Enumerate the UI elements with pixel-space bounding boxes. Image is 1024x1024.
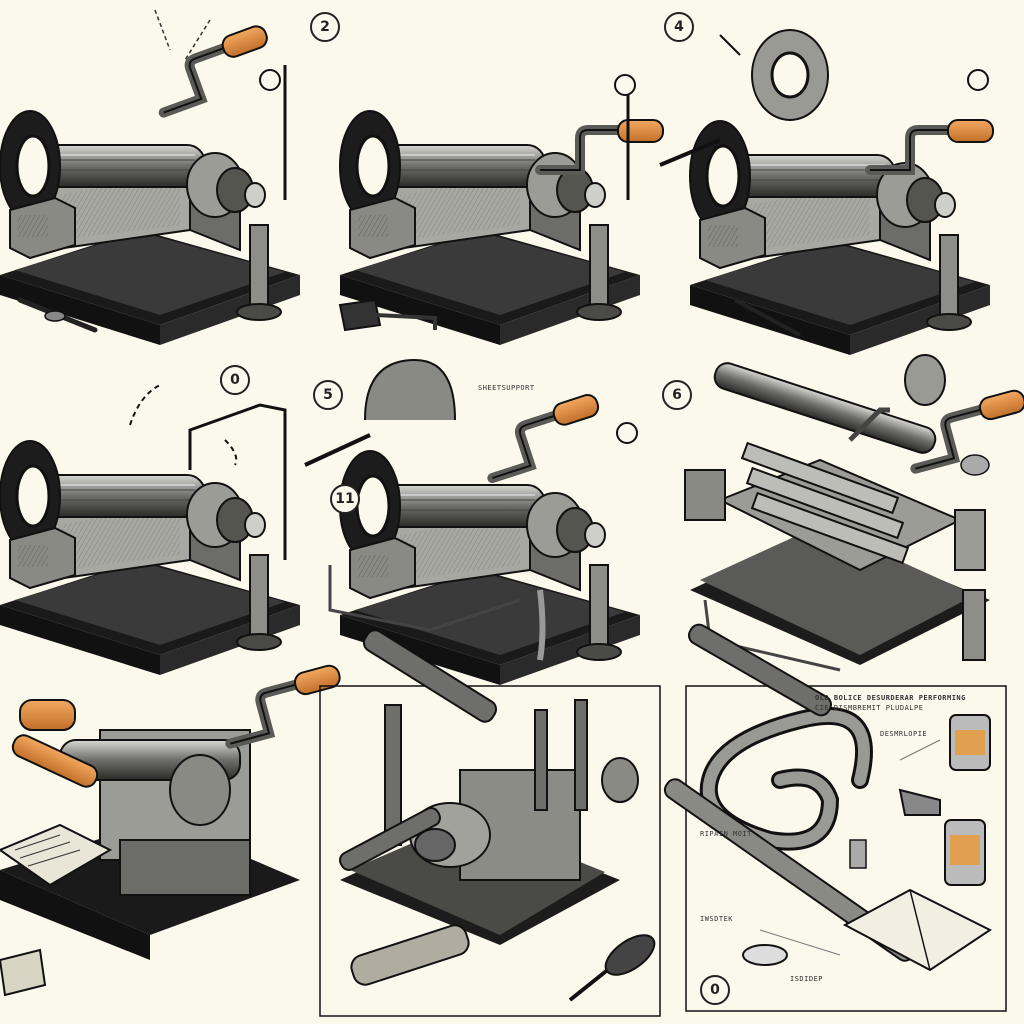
panel-7-machine — [0, 664, 349, 997]
step-number-badge: 4 — [664, 12, 694, 42]
panel-9-label: IWSDTEK — [700, 915, 734, 923]
panel-9-heading: OLD BOLICE DESURDERAR PERFORMING — [815, 694, 966, 702]
step-number-badge: 6 — [662, 380, 692, 410]
panel-9-label: ISDIDEP — [790, 975, 824, 983]
step-number-badge: 2 — [310, 12, 340, 42]
step-number-badge: 5 — [313, 380, 343, 410]
step-number-badge: 0 — [700, 975, 730, 1005]
panel-2-machine — [338, 74, 663, 347]
panel-3-machine — [659, 29, 993, 357]
panel-5-caption: SHEETSUPPORT — [478, 384, 535, 392]
panel-4-machine — [0, 367, 302, 677]
panel-9-diagram — [663, 623, 1007, 1012]
panel-1-machine — [0, 9, 302, 347]
panel-9-label: DESMRLOPIE — [880, 730, 928, 738]
panel-8-machine — [319, 629, 661, 1017]
step-number-badge: 0 — [220, 365, 250, 395]
step-number-badge: 11 — [330, 484, 360, 514]
panel-9-label: RIPAIN MOIT — [700, 830, 752, 838]
panel-9-subheading: CIE DISMBREMIT PLUDALPE — [815, 704, 924, 712]
panel-5-machine — [304, 358, 642, 687]
panel-6-machine — [684, 354, 1024, 672]
